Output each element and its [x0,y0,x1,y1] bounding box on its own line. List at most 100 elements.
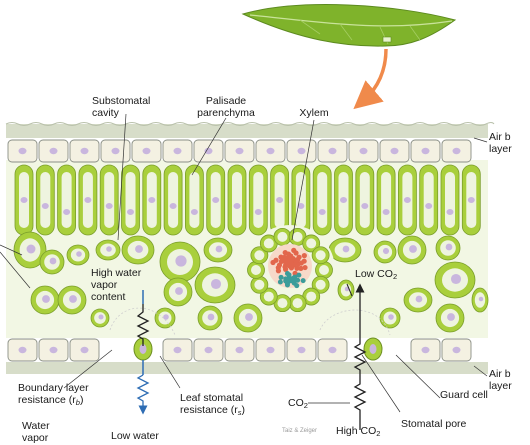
cell-vacuole [263,291,274,302]
cell-nucleus [98,314,104,320]
xylem-vessel [270,259,276,266]
palisade-parenchyma-label: Palisade parenchyma [197,95,255,119]
substomatal-cavity-label: Substomatal cavity [92,95,151,119]
guard-cell-label: Guard cell [440,389,488,401]
cell-nucleus [467,197,475,203]
cell-nucleus [26,244,36,254]
cell-vacuole [254,250,265,261]
cell-nucleus [175,255,187,267]
cell-vacuole [277,231,288,242]
cell-vacuole [315,279,326,290]
cell-nucleus [111,147,120,155]
phloem-cell [284,281,290,287]
palisade-parenchyma [14,164,481,236]
cell-nucleus [415,295,423,303]
cell-nucleus [20,197,28,203]
co2-resistance-symbol [353,283,367,430]
cell-nucleus [190,209,198,215]
high-co2-label: High CO2 [336,425,381,438]
cell-vacuole [317,172,328,228]
cell-vacuole [292,231,303,242]
cell-vacuole [315,250,326,261]
cell-nucleus [342,245,350,253]
cell-nucleus [297,346,306,354]
xylem-label: Xylem [299,107,329,119]
cell-nucleus [173,147,182,155]
cell-nucleus [69,295,77,303]
cell-nucleus [204,147,213,155]
cell-nucleus [233,203,241,209]
cell-nucleus [447,313,455,321]
cell-nucleus [49,147,58,155]
cell-nucleus [421,147,430,155]
cell-nucleus [409,245,417,253]
water-vapor-arrow [136,360,150,415]
zoom-arrow [353,48,388,110]
low-co2-label: Low CO2 [355,268,398,281]
cell-nucleus [84,197,92,203]
leaf-icon [241,4,457,47]
cell-vacuole [189,172,200,228]
cell-nucleus [63,209,71,215]
cell-nucleus [163,314,169,320]
cell-vacuole [277,298,288,309]
cell-nucleus [80,147,89,155]
cell-nucleus [382,209,390,215]
cell-nucleus [212,197,220,203]
cell-vacuole [104,172,115,228]
cell-nucleus [173,346,182,354]
cell-nucleus [105,203,113,209]
cell-vacuole [295,172,306,228]
cell-nucleus [215,245,223,253]
cell-nucleus [340,197,347,203]
boundary-layer-resistance-label: Boundary layer resistance (rb) [18,382,89,407]
cell-nucleus [403,197,411,203]
cell-nucleus [235,147,244,155]
leaf-stomatal-resistance-label: Leaf stomatal resistance (rs) [180,392,246,417]
phloem-cell [296,272,302,278]
cell-vacuole [306,291,317,302]
cell-nucleus [445,243,453,251]
cell-nucleus [204,346,213,354]
stomatal-pore-label: Stomatal pore [401,418,467,430]
phloem-cell [300,278,306,284]
cell-nucleus [148,197,156,203]
cell-nucleus [142,147,151,155]
cell-nucleus [266,147,275,155]
cell-nucleus [446,209,454,215]
cell-nucleus [382,247,390,255]
xylem-vessel [296,254,302,260]
cell-vacuole [306,238,317,249]
cell-vacuole [359,172,370,228]
upper-epidermis [7,139,472,163]
cell-vacuole [253,172,264,228]
cell-nucleus [276,197,284,203]
cell-vacuole [263,238,274,249]
xylem-vessel [282,266,289,272]
xylem-vessel [291,262,297,268]
cell-vacuole [40,172,51,228]
xylem-vessel [287,257,293,263]
cell-nucleus [266,346,275,354]
cell-nucleus [254,209,262,215]
boundary-layer-resistance-symbol [136,304,150,346]
cell-nucleus [207,313,215,321]
water-vapor-label: Water vapor [22,420,50,444]
phloem-cell [277,279,283,285]
cell-nucleus [106,246,112,252]
cell-nucleus [210,278,222,290]
phloem-cell [285,276,291,282]
phloem-cell [292,277,298,283]
cell-nucleus [359,147,368,155]
phloem-cell [278,274,284,280]
cell-nucleus [235,346,244,354]
cell-vacuole [381,172,392,228]
low-water-label: Low water [111,430,159,442]
cell-vacuole [445,172,455,228]
cell-nucleus [388,314,394,320]
cell-nucleus [76,251,82,257]
xylem-vessel [282,250,288,256]
lower-epidermis [7,338,472,362]
cell-vacuole [61,172,72,228]
